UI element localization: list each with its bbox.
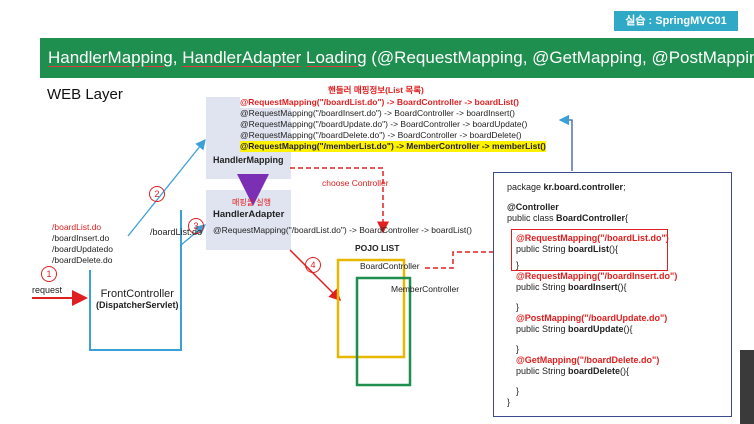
method-annotation: @RequestMapping("/boardList.do") xyxy=(516,233,669,243)
method-close: } xyxy=(516,344,520,354)
member-controller-box xyxy=(355,276,412,387)
method-annotation: @PostMapping("/boardUpdate.do") xyxy=(516,313,668,323)
arrow-to-pojo xyxy=(289,249,342,302)
title-handlermapping: HandlerMapping xyxy=(48,48,173,67)
request-item: /boardDelete.do xyxy=(52,255,113,265)
adapter-mapping: @RequestMapping("/boardList.do") -> Boar… xyxy=(213,225,472,235)
method-decl: public String boardDelete(){ xyxy=(516,366,630,376)
title-handleradapter: HandlerAdapter xyxy=(182,48,302,67)
board-controller-label: BoardController xyxy=(360,261,420,271)
code-content: package kr.board.controller; @Controller… xyxy=(507,182,677,408)
title-loading: Loading xyxy=(306,48,367,67)
method-decl: public String boardInsert(){ xyxy=(516,282,627,292)
front-controller-box xyxy=(89,210,182,351)
code-annotation: @Controller xyxy=(507,202,559,212)
board-to-code-line xyxy=(425,246,510,269)
step-4: 4 xyxy=(305,257,321,273)
method-close: } xyxy=(516,386,520,396)
title-sep: , xyxy=(172,48,183,67)
code-highlight-box xyxy=(511,229,668,271)
request-item: /boardUpdatedo xyxy=(52,244,113,254)
front-controller-label: FrontController (DispatcherServlet) xyxy=(96,288,179,310)
boardlist-arrow-label: /boardList.do xyxy=(150,227,203,237)
lab-badge: 실습 : SpringMVC01 xyxy=(614,11,738,31)
method-decl: public String boardUpdate(){ xyxy=(516,324,633,334)
class-close: } xyxy=(507,397,511,407)
method-close: } xyxy=(516,260,520,270)
front-controller-name: FrontController xyxy=(100,288,174,300)
handler-mapping-label: HandlerMapping xyxy=(213,155,284,165)
choose-controller-line xyxy=(290,167,389,234)
arrow-to-handlermapping xyxy=(127,138,206,237)
title-rest: (@RequestMapping, @GetMapping, @PostMapp… xyxy=(366,48,754,67)
handler-mapping-box xyxy=(206,97,291,179)
mapping-heading: 핸들러 매핑정보(List 목록) xyxy=(328,85,424,95)
request-item: /boardInsert.do xyxy=(52,233,110,243)
method-close: } xyxy=(516,302,520,312)
mapping-entry-3: @RequestMapping("/boardUpdate.do") -> Bo… xyxy=(240,119,528,129)
code-panel xyxy=(493,172,732,417)
adapter-note: 매핑을 실행 xyxy=(232,198,272,207)
request-item: /boardList.do xyxy=(52,222,102,232)
step-3: 3 xyxy=(188,218,204,234)
request-list: /boardList.do /boardInsert.do /boardUpda… xyxy=(52,222,113,266)
mapping-entry-2: @RequestMapping("/boardInsert.do") -> Bo… xyxy=(240,108,515,118)
method-decl: public String boardList(){ xyxy=(516,244,619,254)
scrollbar-thumb[interactable] xyxy=(740,350,754,424)
mapping-entry-5: @RequestMapping("/memberList.do") -> Mem… xyxy=(240,141,546,152)
code-method-list: @RequestMapping("/boardList.do") public … xyxy=(507,233,677,397)
code-package: package kr.board.controller; xyxy=(507,182,626,192)
step-1: 1 xyxy=(41,266,57,282)
member-controller-label: MemberController xyxy=(391,284,460,294)
web-layer-label: WEB Layer xyxy=(47,86,123,103)
method-annotation: @RequestMapping("/boardInsert.do") xyxy=(516,271,678,281)
front-controller-sub: (DispatcherServlet) xyxy=(96,300,179,310)
request-label: request xyxy=(32,285,63,295)
choose-controller-label: choose Controller xyxy=(322,178,389,188)
code-to-mapping-arrow xyxy=(558,114,573,171)
pojo-list-label: POJO LIST xyxy=(355,243,400,253)
mapping-entry-4: @RequestMapping("/boardDelete.do") -> Bo… xyxy=(240,130,522,140)
method-annotation: @GetMapping("/boardDelete.do") xyxy=(516,355,660,365)
code-class: public class BoardController{ xyxy=(507,213,629,223)
title-bar: HandlerMapping, HandlerAdapter Loading (… xyxy=(40,38,754,78)
mapping-entry-1: @RequestMapping("/boardList.do") -> Boar… xyxy=(240,97,519,108)
step-2: 2 xyxy=(149,186,165,202)
handler-adapter-label: HandlerAdapter xyxy=(213,209,285,220)
board-controller-box xyxy=(336,258,406,359)
